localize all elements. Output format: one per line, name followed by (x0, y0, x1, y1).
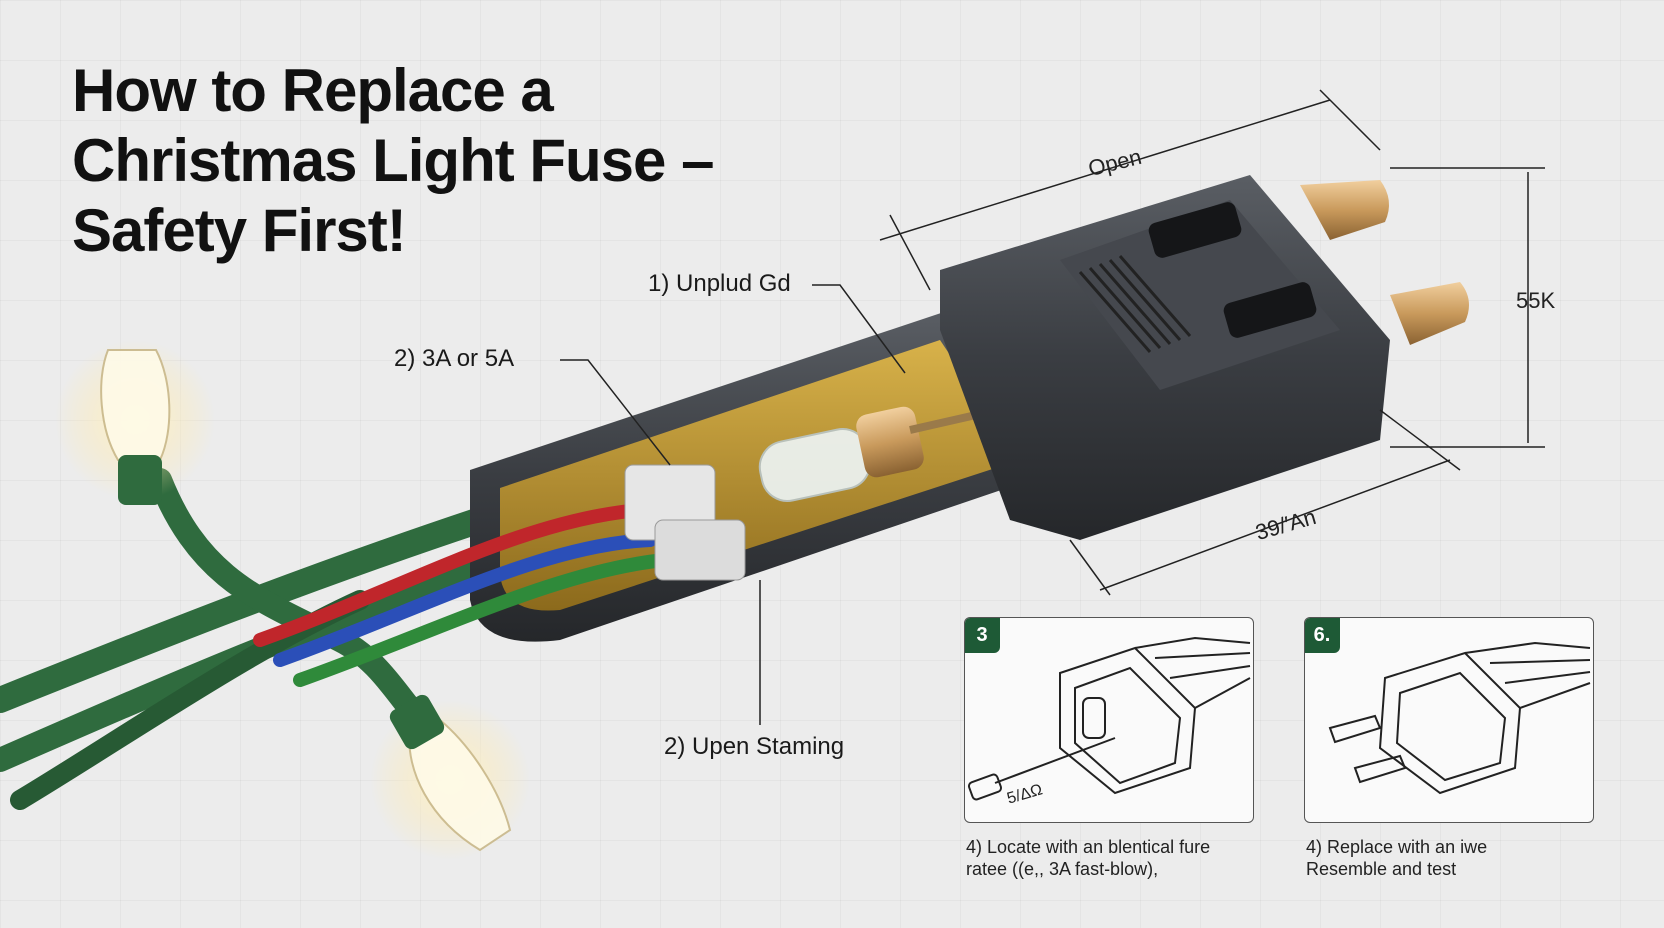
bulb-bottom (370, 694, 530, 860)
step-panel-3: 3 5/ΔΩ (964, 617, 1254, 823)
page-title: How to Replace a Christmas Light Fuse – … (72, 56, 792, 266)
label-unplug: 1) Unplud Gd (648, 270, 791, 297)
dimension-lines (879, 89, 1545, 596)
title-line-1: How to Replace a (72, 57, 554, 124)
title-line-2: Christmas Light Fuse – (72, 127, 714, 194)
label-fuse-rating: 2) 3A or 5A (394, 345, 515, 372)
caption-line: 4) Locate with an blentical fure (966, 837, 1211, 857)
bulb-top (55, 340, 215, 505)
step-caption-6: 4) Replace with an iwe Resemble and test (1306, 836, 1487, 880)
leader-lines (560, 284, 906, 725)
title-line-3: Safety First! (72, 197, 407, 264)
plug-line-drawing-icon (1328, 641, 1591, 795)
caption-line: 4) Replace with an iwe (1306, 837, 1488, 857)
plug-line-drawing-icon (967, 636, 1251, 801)
caption-line: Resemble and test (1306, 859, 1457, 879)
caption-line: ratee ((e,, 3A fast-blow), (966, 859, 1159, 879)
step-panel-6: 6. (1304, 617, 1594, 823)
terminal-block (624, 464, 746, 581)
step-caption-3: 4) Locate with an blentical fure ratee (… (966, 836, 1210, 880)
label-open-staming: 2) Upen Staming (664, 733, 845, 760)
plug-head (940, 175, 1390, 540)
step-badge: 3 (965, 618, 1000, 653)
plug-prongs (1300, 180, 1469, 345)
dimension-right: 55K (1516, 288, 1556, 313)
step-badge: 6. (1305, 618, 1340, 653)
internal-wires (253, 503, 672, 687)
